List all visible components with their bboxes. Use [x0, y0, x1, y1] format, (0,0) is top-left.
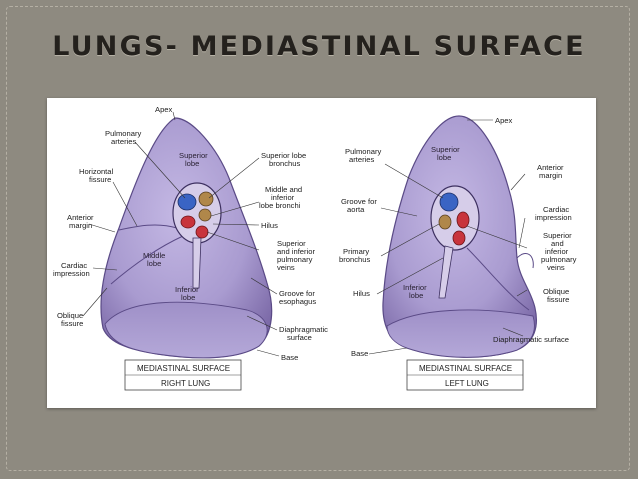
left-vein-lower-shape	[452, 230, 466, 246]
left-oblique-fissure-line	[466, 247, 530, 311]
left-bronchus-shape	[438, 214, 452, 230]
left-leader-lines	[368, 119, 528, 355]
left-label-base: Base	[351, 349, 368, 358]
left-caption-title: MEDIASTINAL SURFACE	[419, 364, 512, 373]
right-vein-upper-shape	[180, 215, 196, 229]
right-bronchus-upper-shape	[198, 191, 214, 207]
slide-title: LUNGS- MEDIASTINAL SURFACE	[52, 31, 586, 62]
right-ligament	[192, 237, 202, 289]
left-label-diaphragmatic-surface: Diaphragmatic surface	[493, 335, 569, 344]
right-lung-base	[104, 301, 268, 359]
left-lung-base	[386, 309, 535, 358]
left-cardiac-notch	[516, 253, 534, 269]
right-label-apex: Apex	[155, 105, 173, 114]
right-oblique-fissure-line	[110, 235, 184, 285]
right-caption-subtitle: RIGHT LUNG	[161, 379, 210, 388]
right-bronchus-lower-shape	[198, 208, 212, 222]
right-artery-shape	[177, 193, 197, 211]
left-caption-subtitle: LEFT LUNG	[445, 379, 489, 388]
right-vein-lower-shape	[195, 225, 209, 239]
right-label-base: Base	[281, 353, 298, 362]
right-caption-title: MEDIASTINAL SURFACE	[137, 364, 230, 373]
right-horizontal-fissure-line	[118, 224, 178, 231]
left-ligament	[438, 245, 454, 299]
right-leader-lines	[82, 111, 280, 357]
left-artery-shape	[439, 192, 459, 212]
left-vein-upper-shape	[456, 211, 470, 229]
slide-frame	[6, 6, 630, 471]
left-label-apex: Apex	[495, 116, 513, 125]
right-label-hilus: Hilus	[261, 221, 278, 230]
left-label-hilus: Hilus	[353, 289, 370, 298]
